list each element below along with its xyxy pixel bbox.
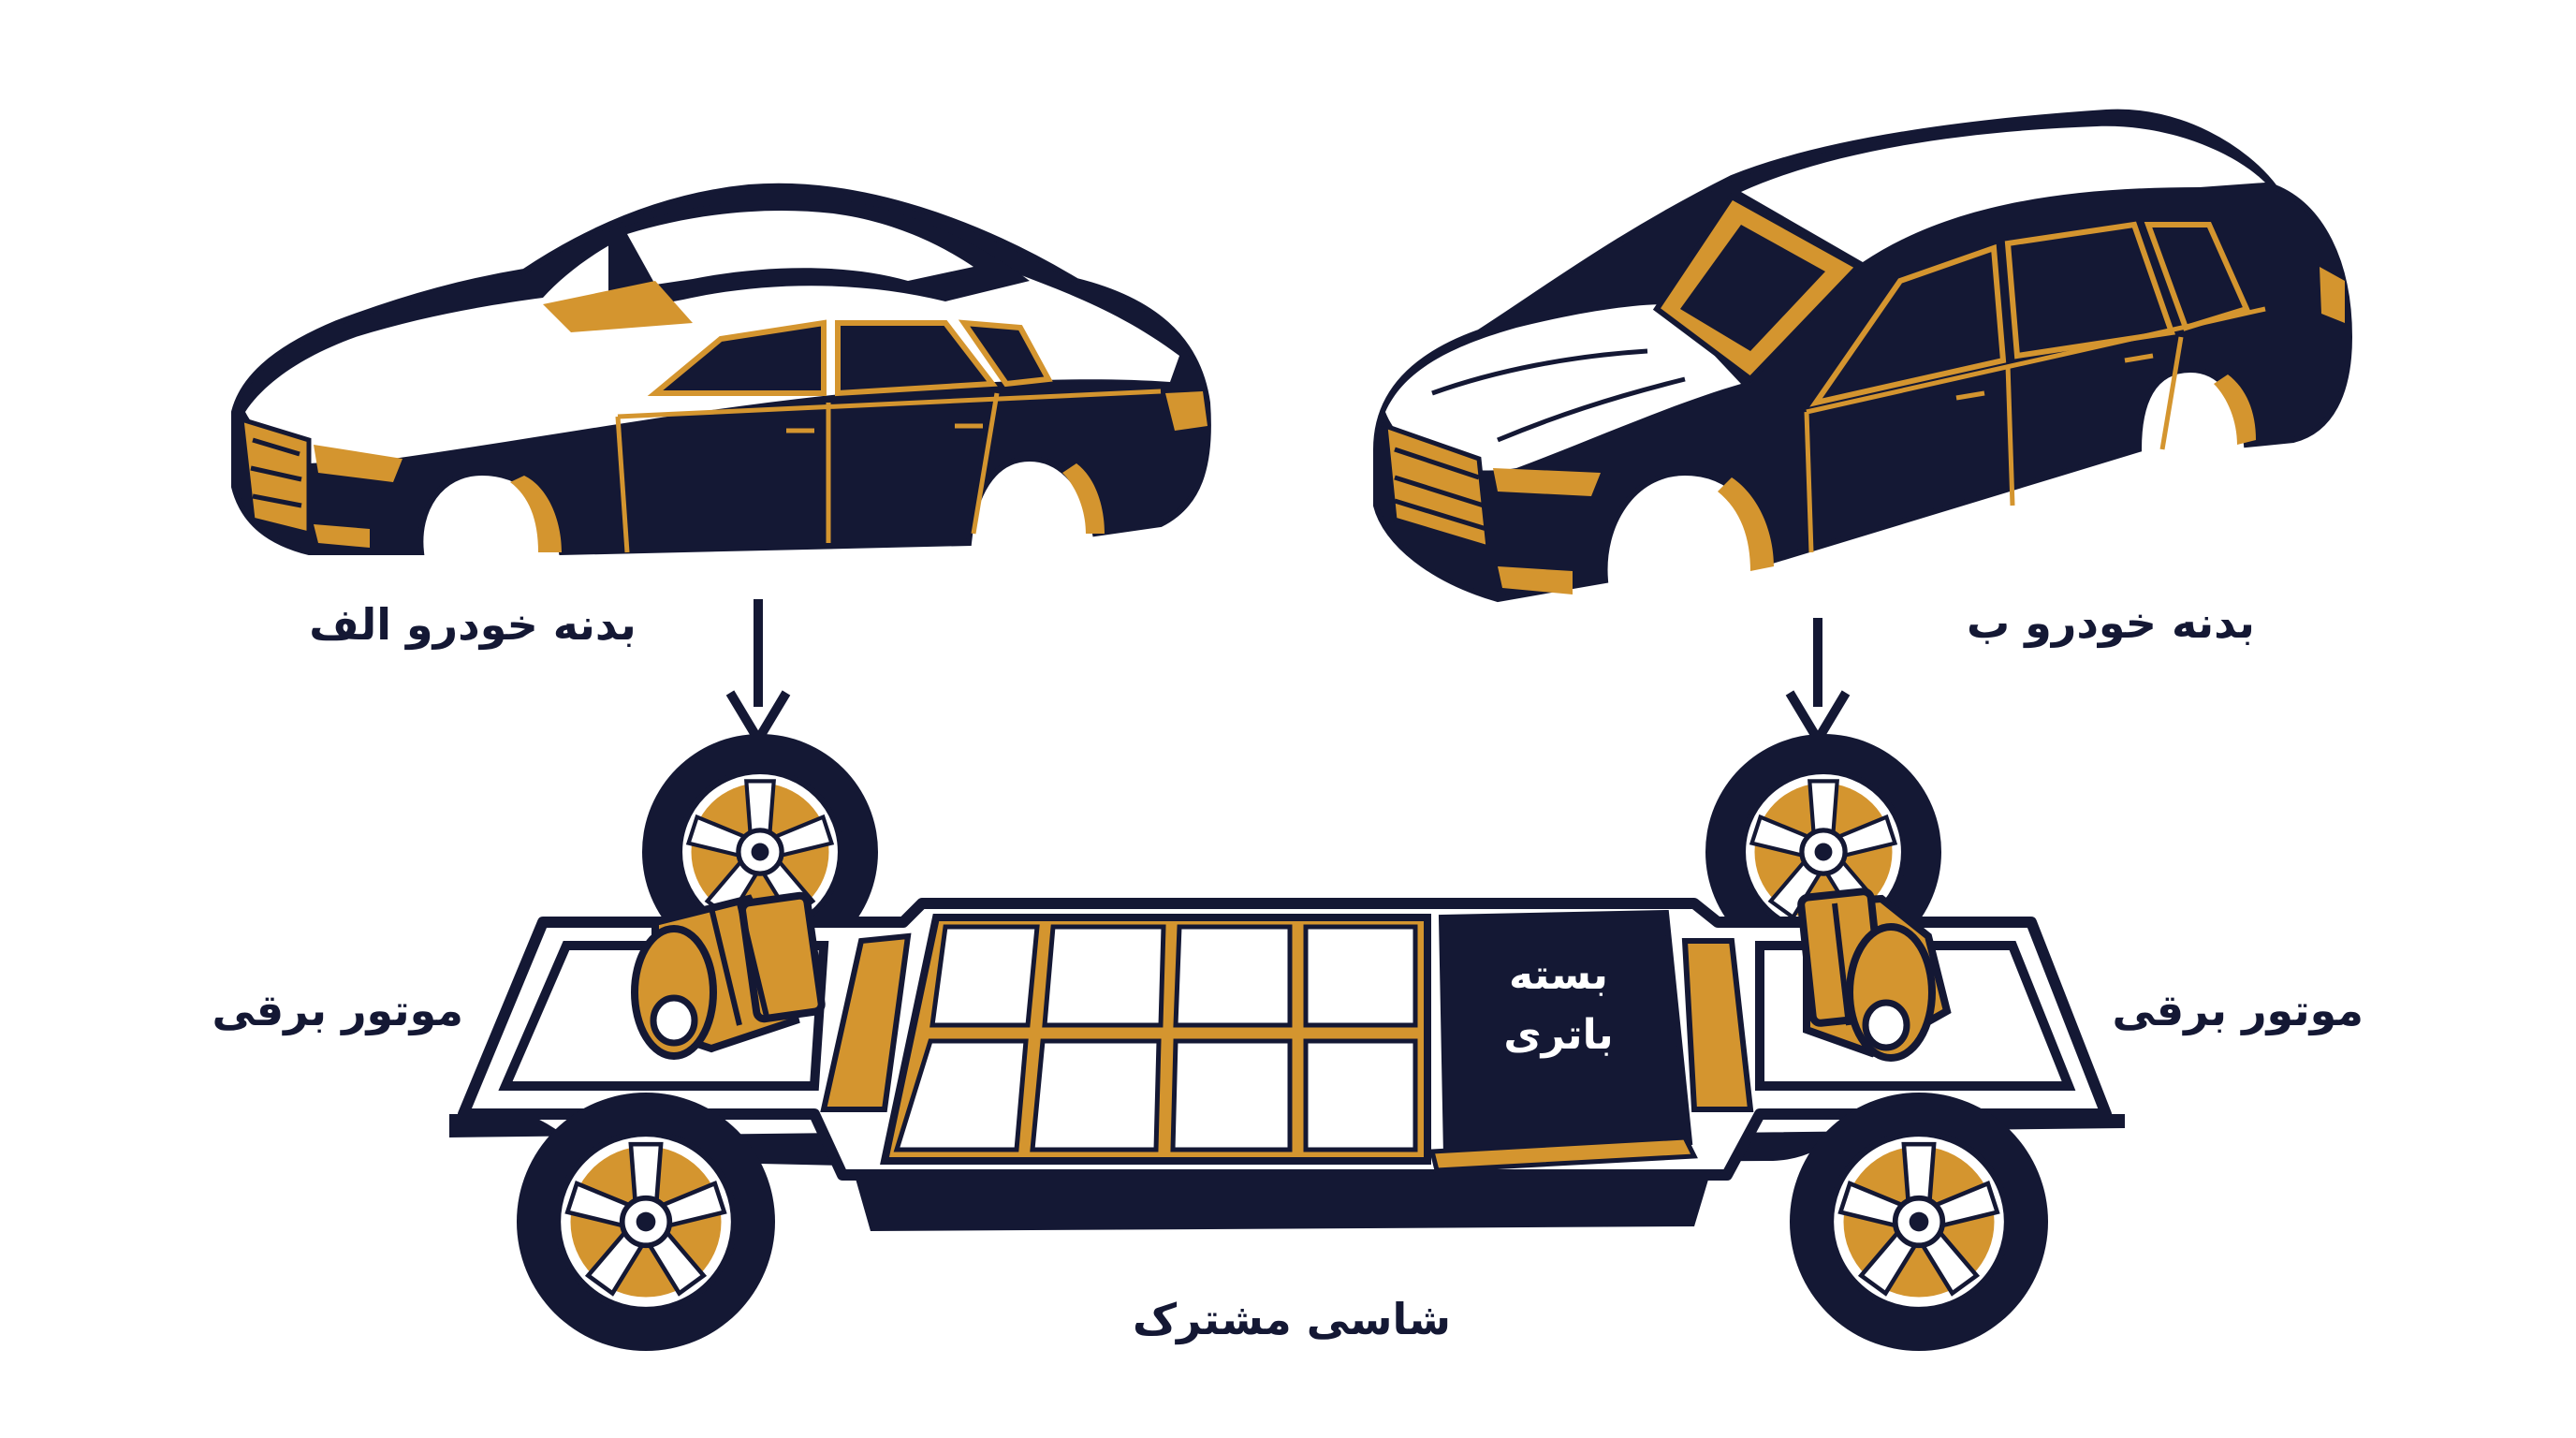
front-wheel-right <box>1790 1093 2048 1351</box>
arrow-body-a-down <box>725 599 791 749</box>
label-body-a: بدنه خودرو الف <box>309 599 637 650</box>
electric-motor-right <box>1797 888 1952 1062</box>
electric-motor-left <box>631 891 826 1060</box>
label-battery-pack: بسته باتری <box>1446 946 1671 1065</box>
label-motor-right: موتور برقی <box>2112 985 2364 1035</box>
shared-chassis <box>449 734 2125 1351</box>
car-body-b <box>1373 109 2353 603</box>
battery-pack <box>1428 909 1698 1173</box>
front-wheel-left <box>517 1093 775 1351</box>
label-body-b: بدنه خودرو ب <box>1967 597 2255 648</box>
battery-label-line2: باتری <box>1503 1011 1614 1059</box>
label-motor-left: موتور برقی <box>212 985 463 1035</box>
battery-cells <box>880 914 1431 1165</box>
label-chassis: شاسی مشترک <box>1132 1294 1452 1344</box>
arrow-body-b-down <box>1785 618 1851 749</box>
battery-label-line1: بسته <box>1509 951 1608 999</box>
car-body-a <box>231 183 1211 556</box>
